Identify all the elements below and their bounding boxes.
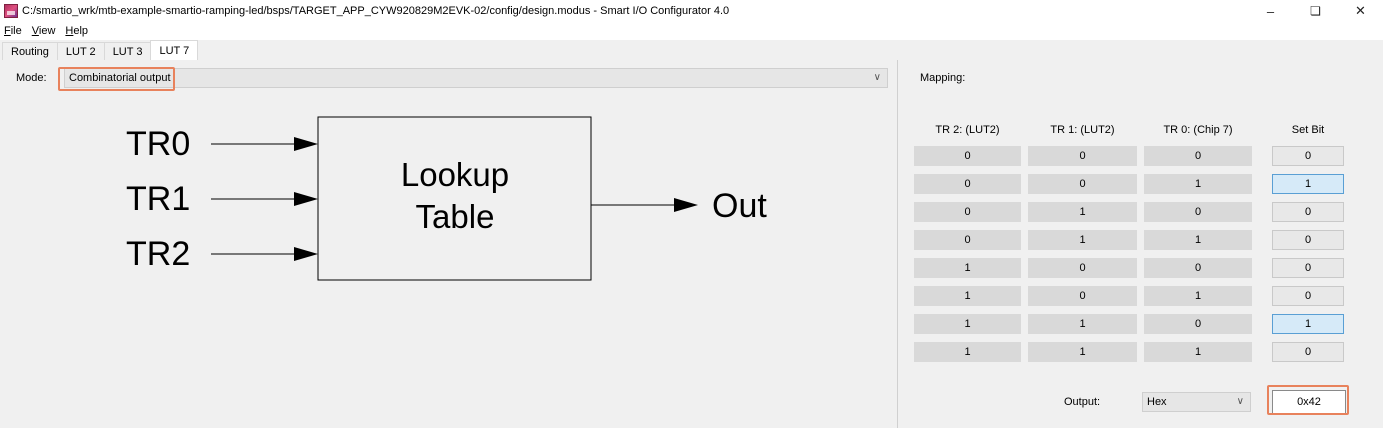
header-tr2: TR 2: (LUT2): [935, 124, 1000, 136]
set-bit-field[interactable]: 0: [1272, 258, 1344, 278]
mapping-cell: 0: [1028, 286, 1137, 306]
set-bit-field[interactable]: 0: [1272, 342, 1344, 362]
close-button[interactable]: ✕: [1355, 3, 1366, 18]
mapping-cell: 1: [1144, 286, 1252, 306]
set-bit-field[interactable]: 1: [1272, 174, 1344, 194]
mapping-cell: 1: [914, 286, 1021, 306]
minimize-button[interactable]: –: [1266, 3, 1275, 19]
tab-lut-2[interactable]: LUT 2: [56, 42, 105, 60]
title-bar: C:/smartio_wrk/mtb-example-smartio-rampi…: [0, 0, 1383, 22]
mode-value: Combinatorial output: [69, 72, 171, 84]
mapping-cell: 0: [1028, 146, 1137, 166]
set-bit-field[interactable]: 0: [1272, 202, 1344, 222]
output-format-value: Hex: [1147, 396, 1167, 408]
mapping-cell: 1: [1028, 230, 1137, 250]
output-label: Output:: [1064, 396, 1101, 408]
mapping-cell: 1: [1144, 230, 1252, 250]
mapping-cell: 0: [1144, 258, 1252, 278]
mapping-panel: Mapping: TR 2: (LUT2) TR 1: (LUT2) TR 0:…: [898, 60, 1383, 428]
mapping-cell: 1: [1028, 314, 1137, 334]
mapping-cell: 0: [1144, 314, 1252, 334]
mapping-cell: 0: [914, 230, 1021, 250]
mapping-cell: 0: [914, 146, 1021, 166]
mapping-cell: 0: [914, 202, 1021, 222]
set-bit-field[interactable]: 0: [1272, 146, 1344, 166]
mapping-cell: 1: [1144, 174, 1252, 194]
output-format-dropdown[interactable]: Hex ∨: [1142, 392, 1251, 412]
lut-diagram-panel: Mode: Combinatorial output ∨ TR0 TR1 TR2…: [6, 60, 896, 428]
mapping-cell: 0: [1028, 174, 1137, 194]
box-label-table: Table: [416, 198, 495, 235]
output-highlight-box: [1267, 385, 1349, 415]
mapping-cell: 1: [1028, 342, 1137, 362]
input-arrow-tr2: [211, 247, 318, 261]
lookup-table-diagram: TR0 TR1 TR2 Lookup Table Out: [126, 116, 767, 281]
mapping-cell: 1: [914, 342, 1021, 362]
mapping-cell: 1: [914, 314, 1021, 334]
mapping-cell: 0: [914, 174, 1021, 194]
output-label: Out: [712, 187, 767, 225]
box-label-lookup: Lookup: [401, 156, 509, 193]
chevron-down-icon: ∨: [873, 72, 881, 83]
tab-bar: Routing LUT 2 LUT 3 LUT 7: [0, 40, 1383, 60]
input-label-tr1: TR1: [126, 180, 190, 218]
tab-routing[interactable]: Routing: [2, 42, 58, 60]
menu-help[interactable]: Help: [65, 25, 89, 37]
mode-label: Mode:: [16, 72, 47, 84]
menu-view[interactable]: View: [31, 25, 56, 37]
mapping-cell: 1: [1144, 342, 1252, 362]
mapping-label: Mapping:: [920, 72, 966, 84]
output-hex-field[interactable]: 0x42: [1272, 390, 1346, 414]
menu-bar: File View Help: [0, 22, 1383, 40]
mapping-cell: 0: [1028, 258, 1137, 278]
lookup-table-box: [317, 116, 592, 281]
input-arrow-tr1: [211, 192, 318, 206]
menu-file[interactable]: File: [4, 25, 22, 37]
mapping-cell: 1: [1028, 202, 1137, 222]
mapping-cell: 0: [1144, 202, 1252, 222]
input-label-tr0: TR0: [126, 125, 190, 163]
window-controls: – ❏ ✕: [1248, 0, 1383, 22]
app-icon: [4, 4, 18, 18]
set-bit-field[interactable]: 1: [1272, 314, 1344, 334]
window-title: C:/smartio_wrk/mtb-example-smartio-rampi…: [22, 5, 730, 17]
mapping-cell: 0: [1144, 146, 1252, 166]
panel-divider: [897, 60, 898, 428]
maximize-button[interactable]: ❏: [1310, 4, 1321, 18]
input-label-tr2: TR2: [126, 235, 190, 273]
header-tr1: TR 1: (LUT2): [1050, 124, 1115, 136]
tab-lut-3[interactable]: LUT 3: [103, 42, 152, 60]
mode-dropdown[interactable]: Combinatorial output ∨: [64, 68, 888, 88]
set-bit-field[interactable]: 0: [1272, 286, 1344, 306]
mapping-cell: 1: [914, 258, 1021, 278]
output-arrow: [591, 198, 698, 212]
tab-lut-7[interactable]: LUT 7: [150, 40, 199, 60]
input-arrow-tr0: [211, 137, 318, 151]
header-tr0: TR 0: (Chip 7): [1163, 124, 1233, 136]
set-bit-field[interactable]: 0: [1272, 230, 1344, 250]
mode-highlight-box: [58, 67, 175, 91]
chevron-down-icon: ∨: [1236, 396, 1244, 407]
header-set-bit: Set Bit: [1291, 124, 1325, 136]
